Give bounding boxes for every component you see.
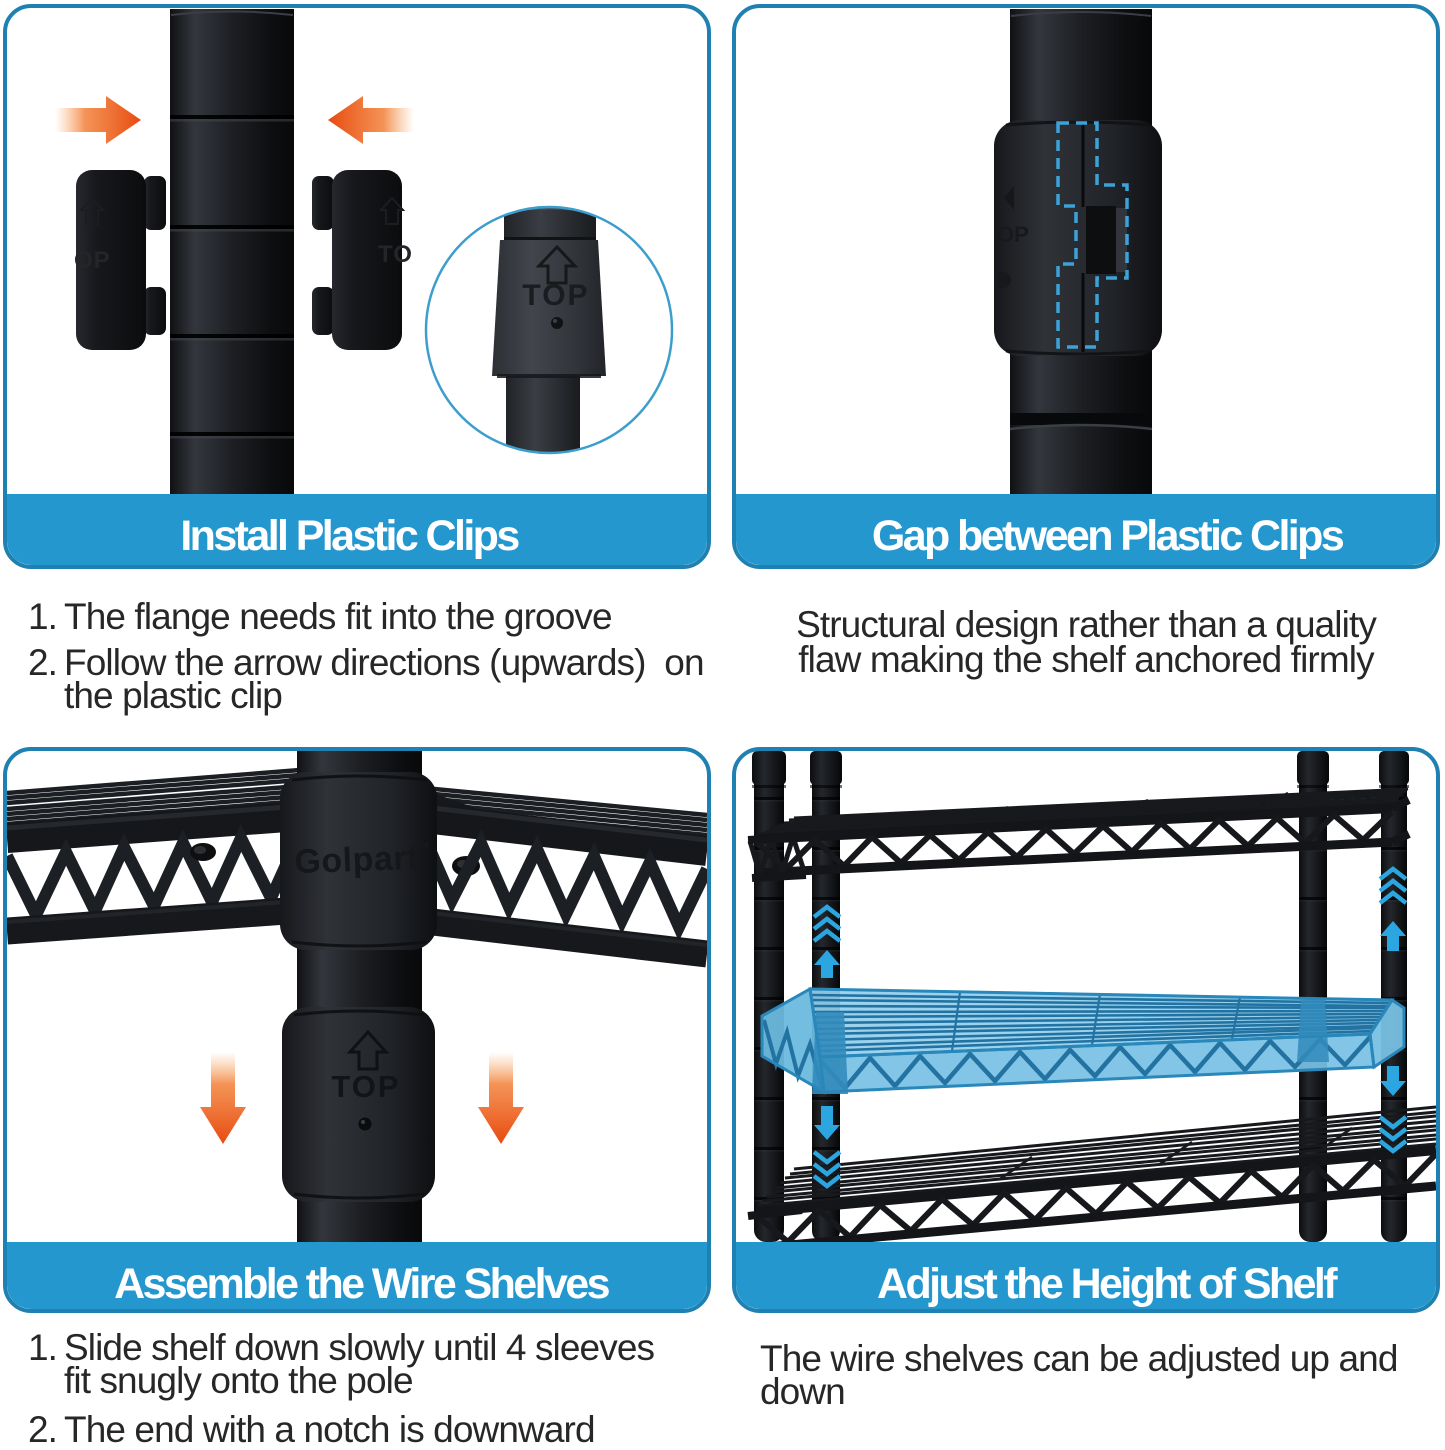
svg-text:TO: TO — [378, 241, 413, 268]
svg-text:TOP: TOP — [331, 1069, 400, 1104]
svg-text:OP: OP — [997, 222, 1029, 247]
svg-text:OP: OP — [74, 247, 111, 274]
svg-text:Golpart: Golpart — [294, 839, 420, 881]
svg-text:TOP: TOP — [522, 279, 589, 312]
